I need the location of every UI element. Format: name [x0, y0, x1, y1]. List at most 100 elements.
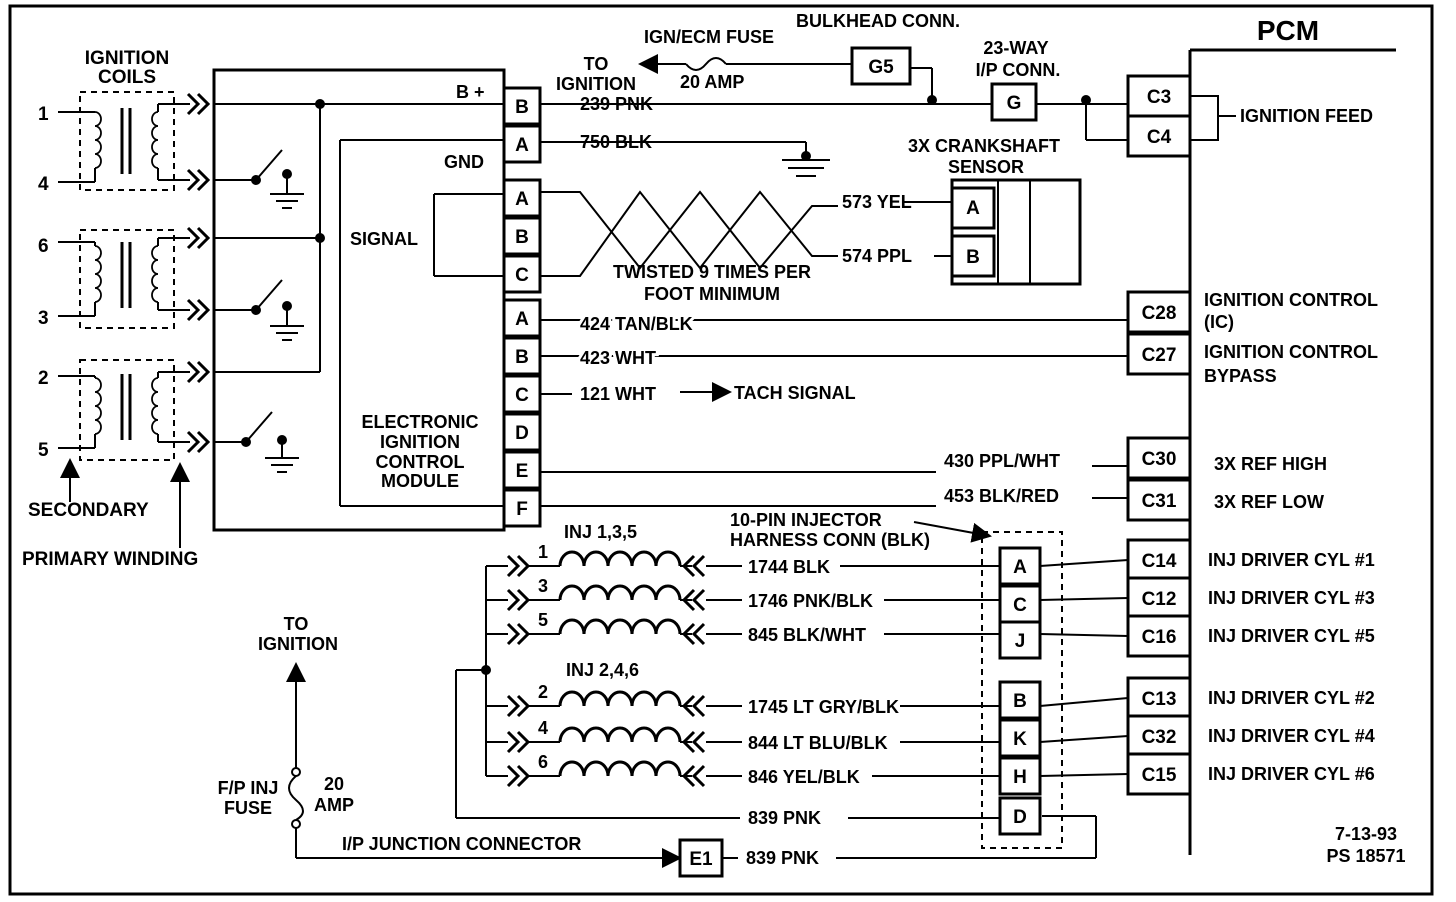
ignition-coils-label: IGNITION — [85, 48, 169, 69]
injector-wire-label: 845 BLK/WHT — [748, 625, 866, 645]
wire-839-label: 839 PNK — [748, 808, 821, 828]
harness-pin: K — [998, 718, 1042, 758]
injector-wire-label: 1744 BLK — [748, 557, 830, 577]
tach-signal-label: TACH SIGNAL — [734, 383, 856, 403]
outer-frame — [8, 4, 1434, 896]
injector-driver-label: INJ DRIVER CYL #2 — [1208, 688, 1375, 708]
harness-pin: C — [998, 584, 1042, 624]
pcm-pin-c31: C31 — [1142, 491, 1177, 512]
injector-driver-label: INJ DRIVER CYL #3 — [1208, 588, 1375, 608]
injectors: INJ 1,3,5 INJ 2,4,6 10-PIN INJECTOR HARN… — [455, 510, 1375, 849]
footer-code: PS 18571 — [1326, 846, 1405, 866]
harness-pin-label: D — [1013, 807, 1027, 828]
g-connector: G — [1007, 93, 1022, 114]
injector-wire-label: 844 LT BLU/BLK — [748, 733, 888, 753]
harness-pin-label: C — [1013, 595, 1027, 616]
module-name-4: MODULE — [381, 471, 459, 491]
ref-high-label: 3X REF HIGH — [1214, 454, 1327, 474]
injector-row: 3 1746 PNK/BLK — [486, 576, 1129, 612]
harness-pin: H — [998, 756, 1042, 796]
terminal-6: 6 — [38, 236, 49, 257]
wire-121-label: 121 WHT — [580, 384, 656, 404]
coil-2 — [94, 242, 159, 308]
harness-pin: D — [998, 796, 1042, 836]
injector-wire-label: 846 YEL/BLK — [748, 767, 860, 787]
bottom-pin-a: A — [515, 309, 529, 330]
pcm-pin-c4: C4 — [1147, 127, 1172, 148]
e1-connector: E1 — [689, 849, 713, 870]
injector-wire-label: 1746 PNK/BLK — [748, 591, 873, 611]
terminal-1: 1 — [38, 104, 49, 125]
control-wires: 424 TAN/BLK 423 WHT 121 WHT TACH SIGNAL … — [540, 290, 1378, 522]
pcm-pin-label: C32 — [1142, 727, 1177, 748]
injector-row: 1 1744 BLK — [486, 542, 1129, 578]
crank-pin-b: B — [966, 247, 980, 268]
pcm-pin-label: C13 — [1142, 689, 1177, 710]
harness-label-1: 10-PIN INJECTOR — [730, 510, 882, 530]
harness-pin-label: A — [1013, 557, 1027, 578]
crank-label-2: SENSOR — [948, 157, 1024, 177]
module-name-2: IGNITION — [380, 432, 460, 452]
ignition-coils: IGNITION COILS — [22, 48, 211, 570]
module-pin-b: B — [515, 97, 529, 118]
signal-pin-b: B — [515, 227, 529, 248]
wire-453-label: 453 BLK/RED — [944, 486, 1059, 506]
ignition-coils-label-2: COILS — [98, 67, 156, 88]
pcm-injector-pin: C13 INJ DRIVER CYL #2 — [1126, 676, 1375, 720]
injector-number: 3 — [538, 576, 548, 596]
coil-1 — [94, 108, 159, 174]
pcm-pin-c30: C30 — [1142, 449, 1177, 470]
injector-driver-label: INJ DRIVER CYL #1 — [1208, 550, 1375, 570]
ignition-feed-label: IGNITION FEED — [1240, 106, 1373, 126]
fp-fuse-circuit: TO IGNITION F/P INJ FUSE 20 AMP I/P JUNC… — [218, 614, 1097, 878]
terminal-2: 2 — [38, 368, 49, 389]
fp-amp-label-1: 20 — [324, 774, 344, 794]
to-ignition-bottom-2: IGNITION — [258, 634, 338, 654]
bottom-pin-f: F — [516, 499, 528, 520]
harness-pin-label: H — [1013, 767, 1027, 788]
bulkhead-label: BULKHEAD CONN. — [796, 11, 960, 31]
switch-3 — [214, 411, 299, 473]
fp-amp-label-2: AMP — [314, 795, 354, 815]
harness-pin: J — [998, 620, 1042, 660]
to-ignition-bottom-1: TO — [284, 614, 309, 634]
harness-pin-label: B — [1013, 691, 1027, 712]
inj-group-1: INJ 1,3,5 — [564, 522, 637, 542]
module-name-3: CONTROL — [376, 452, 465, 472]
injector-row: 4 844 LT BLU/BLK — [486, 718, 1129, 754]
harness-label-2: HARNESS CONN (BLK) — [730, 530, 930, 550]
module-name-1: ELECTRONIC — [362, 412, 479, 432]
signal-pin-a: A — [515, 189, 529, 210]
module-pins: B A A B C A B C D E F — [502, 86, 542, 528]
bottom-pin-d: D — [515, 423, 529, 444]
pcm-title: PCM — [1257, 15, 1319, 46]
injector-driver-label: INJ DRIVER CYL #4 — [1208, 726, 1375, 746]
bottom-pin-b: B — [515, 347, 529, 368]
injector-number: 1 — [538, 542, 548, 562]
wire-430-label: 430 PPL/WHT — [944, 451, 1060, 471]
injector-number: 4 — [538, 718, 548, 738]
ip-junction-label: I/P JUNCTION CONNECTOR — [342, 834, 581, 854]
primary-winding-label: PRIMARY WINDING — [22, 549, 198, 570]
footer-date: 7-13-93 — [1335, 824, 1397, 844]
harness-pin: A — [998, 546, 1042, 586]
harness-pin-label: J — [1015, 631, 1026, 652]
wire-423-label: 423 WHT — [580, 348, 656, 368]
ip-conn-label-2: I/P CONN. — [976, 60, 1061, 80]
ip-conn-label-1: 23-WAY — [983, 38, 1048, 58]
inj-group-2: INJ 2,4,6 — [566, 660, 639, 680]
wire-839-bottom-label: 839 PNK — [746, 848, 819, 868]
wire-750-label: 750 BLK — [580, 132, 652, 152]
signal-label: SIGNAL — [350, 229, 418, 249]
signal-pin-c: C — [515, 265, 529, 286]
switch-2 — [214, 279, 304, 341]
twisted-label-2: FOOT MINIMUM — [644, 284, 780, 304]
fuse-amp-label: 20 AMP — [680, 72, 744, 92]
crank-label-1: 3X CRANKSHAFT — [908, 136, 1060, 156]
